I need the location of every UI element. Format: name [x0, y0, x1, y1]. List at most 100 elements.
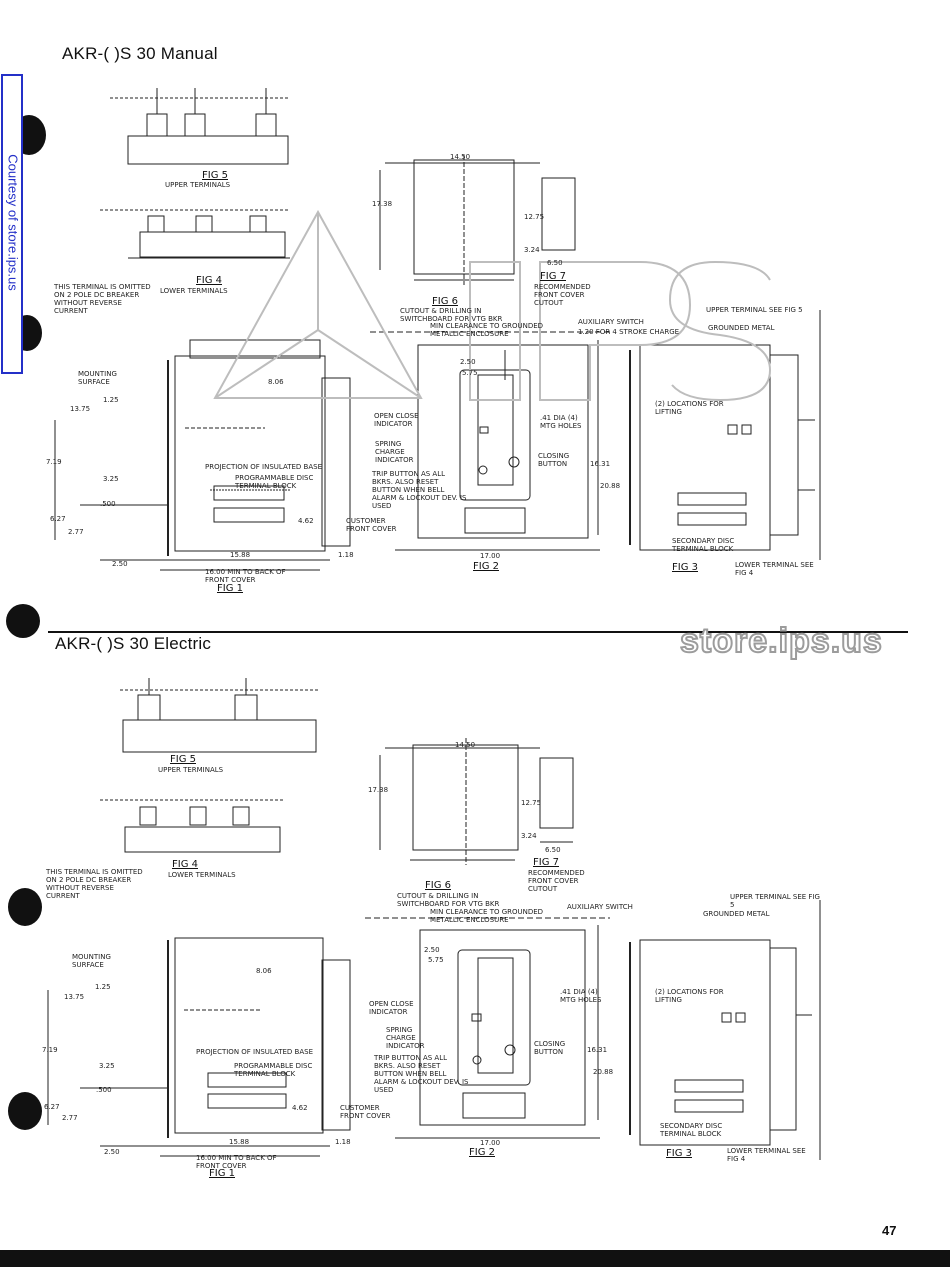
watermark-text: store.ips.us	[679, 621, 883, 661]
fig5-label-manual: FIG 5	[202, 170, 228, 181]
dim-label: 16.31	[587, 1046, 608, 1054]
fig3-label-electric: FIG 3	[666, 1148, 692, 1159]
fig1-label-manual: FIG 1	[217, 583, 243, 594]
fig7-label-manual: FIG 7	[540, 271, 566, 282]
upper-terminal-electric: UPPER TERMINAL SEE FIG 5	[730, 893, 820, 909]
dim-label: 15.88	[229, 1138, 250, 1146]
dim-label: 14.50	[450, 153, 471, 161]
dim-label: 6.27	[50, 515, 66, 523]
fig2-drawing-manual	[370, 331, 610, 551]
open-close-electric: OPEN CLOSE INDICATOR	[369, 1000, 414, 1016]
fig5-label-electric: FIG 5	[170, 754, 196, 765]
fig4-sub-manual: LOWER TERMINALS	[160, 287, 228, 295]
dim-label: 20.88	[600, 482, 621, 490]
dim-label: 5.75	[428, 956, 444, 964]
dim-label: 5.75	[462, 369, 478, 377]
customer-cover-manual: CUSTOMER FRONT COVER	[346, 517, 397, 533]
page-number: 47	[882, 1223, 897, 1238]
fig6-sub-electric: CUTOUT & DRILLING IN SWITCHBOARD FOR VTG…	[397, 892, 500, 908]
section-title-manual: AKR-( )S 30 Manual	[62, 44, 218, 63]
dim-label: 7.19	[42, 1046, 58, 1054]
courtesy-tab: Courtesy of store.ips.us	[1, 74, 23, 374]
dim-label: 17.00	[480, 552, 501, 560]
dim-label: 6.50	[547, 259, 563, 267]
dim-label: 7.19	[46, 458, 62, 466]
dim-label: 4.62	[292, 1104, 308, 1112]
fig5-sub-manual: UPPER TERMINALS	[165, 181, 231, 189]
dim-label: 8.06	[268, 378, 284, 386]
dim-label: 3.24	[521, 832, 537, 840]
spring-charge-manual: SPRING CHARGE INDICATOR	[375, 440, 414, 464]
trip-button-electric: TRIP BUTTON AS ALL BKRS. ALSO RESET BUTT…	[374, 1054, 469, 1094]
secondary-block-manual: SECONDARY DISC TERMINAL BLOCK	[672, 537, 735, 553]
dim-label: 12.75	[521, 799, 542, 807]
charge-note-manual: 1.20 FOR 4 STROKE CHARGE	[578, 328, 680, 336]
fig6-sub-manual: CUTOUT & DRILLING IN SWITCHBOARD FOR VTG…	[400, 307, 503, 323]
open-close-manual: OPEN CLOSE INDICATOR	[374, 412, 419, 428]
fig6-drawing-electric	[379, 738, 540, 865]
punch-hole	[8, 888, 42, 926]
mounting-surface-manual: MOUNTING SURFACE	[78, 370, 117, 386]
fig7-sub-manual: RECOMMENDED FRONT COVER CUTOUT	[534, 283, 591, 307]
fig7-sub-electric: RECOMMENDED FRONT COVER CUTOUT	[528, 869, 585, 893]
fig6-label-manual: FIG 6	[432, 296, 458, 307]
dim-label: 1.18	[338, 551, 354, 559]
dim-label: 1.18	[335, 1138, 351, 1146]
fig7-drawing-electric	[539, 757, 574, 843]
customer-cover-electric: CUSTOMER FRONT COVER	[340, 1104, 391, 1120]
fig4-label-electric: FIG 4	[172, 859, 198, 870]
fig3-drawing-electric	[629, 900, 821, 1160]
mtg-holes-manual: .41 DIA (4) MTG HOLES	[540, 414, 582, 430]
closing-button-electric: CLOSING BUTTON	[534, 1040, 566, 1056]
fig4-drawing-manual	[100, 209, 290, 259]
dim-label: 2.50	[104, 1148, 120, 1156]
dim-label: 14.50	[455, 741, 476, 749]
dim-label: 2.50	[424, 946, 440, 954]
fig2-label-manual: FIG 2	[473, 561, 499, 572]
punch-hole	[6, 604, 40, 638]
dim-label: 8.06	[256, 967, 272, 975]
disc-block-electric: PROGRAMMABLE DISC TERMINAL BLOCK	[234, 1062, 313, 1078]
dim-label: 16.00 MIN TO BACK OF FRONT COVER	[196, 1154, 277, 1170]
fig3-drawing-manual	[629, 310, 821, 560]
terminal-note-manual: THIS TERMINAL IS OMITTED ON 2 POLE DC BR…	[54, 283, 151, 315]
grounded-metal-manual: GROUNDED METAL	[708, 324, 775, 332]
dim-label: 13.75	[64, 993, 85, 1001]
closing-button-manual: CLOSING BUTTON	[538, 452, 570, 468]
locations-electric: (2) LOCATIONS FOR LIFTING	[655, 988, 724, 1004]
min-clearance-electric: MIN CLEARANCE TO GROUNDED METALLIC ENCLO…	[430, 908, 544, 924]
fig1-drawing-electric	[47, 937, 351, 1157]
dim-label: 16.31	[590, 460, 611, 468]
watermark-logo	[213, 209, 772, 402]
dim-label: .500	[100, 500, 116, 508]
fig6-label-electric: FIG 6	[425, 880, 451, 891]
dim-label: 3.24	[524, 246, 540, 254]
aux-switch-manual: AUXILIARY SWITCH	[578, 318, 644, 326]
dim-label: 16.00 MIN TO BACK OF FRONT COVER	[205, 568, 286, 584]
fig4-drawing-electric	[100, 799, 285, 853]
dim-label: 15.88	[230, 551, 251, 559]
locations-manual: (2) LOCATIONS FOR LIFTING	[655, 400, 724, 416]
dim-label: 17.00	[480, 1139, 501, 1147]
dim-label: 17.38	[368, 786, 389, 794]
dim-label: 3.25	[99, 1062, 115, 1070]
fig5-drawing-electric	[120, 678, 320, 753]
mounting-surface-electric: MOUNTING SURFACE	[72, 953, 111, 969]
dim-label: 20.88	[593, 1068, 614, 1076]
lower-terminal-manual: LOWER TERMINAL SEE FIG 4	[735, 561, 814, 577]
dim-label: 2.77	[68, 528, 84, 536]
fig1-drawing-manual	[54, 339, 351, 571]
fig4-sub-electric: LOWER TERMINALS	[168, 871, 236, 879]
fig6-drawing-manual	[379, 155, 540, 285]
fig2-drawing-electric	[365, 917, 610, 1139]
dim-label: 1.25	[103, 396, 119, 404]
spring-charge-electric: SPRING CHARGE INDICATOR	[386, 1026, 425, 1050]
dim-label: 2.50	[460, 358, 476, 366]
disc-block-manual: PROGRAMMABLE DISC TERMINAL BLOCK	[235, 474, 314, 490]
fig7-drawing-manual	[541, 177, 576, 263]
dim-label: 12.75	[524, 213, 545, 221]
projection-manual: PROJECTION OF INSULATED BASE	[205, 463, 322, 471]
mtg-holes-electric: .41 DIA (4) MTG HOLES	[560, 988, 602, 1004]
min-clearance-manual: MIN CLEARANCE TO GROUNDED METALLIC ENCLO…	[430, 322, 544, 338]
